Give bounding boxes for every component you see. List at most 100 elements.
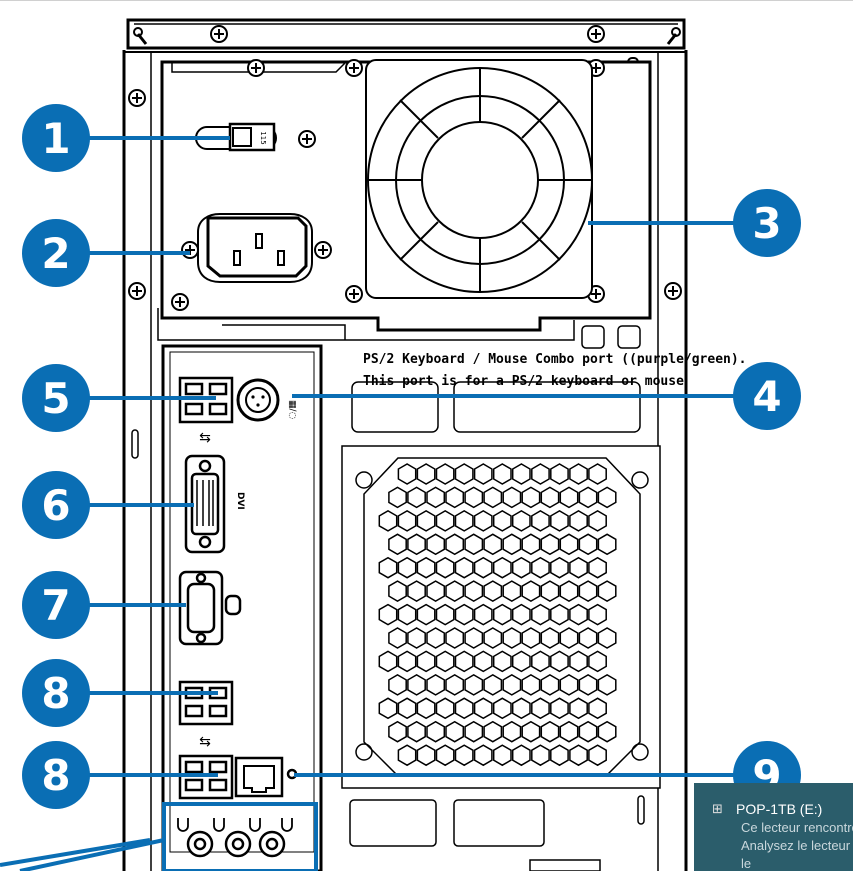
callout-marker-7: 7 — [22, 571, 90, 639]
vent-hole — [464, 580, 484, 602]
vent-hole — [473, 556, 493, 579]
vent-hole — [511, 744, 531, 767]
power-supply: 115 — [160, 59, 652, 332]
vent-hole — [521, 486, 541, 509]
dvi-label: DVI — [235, 492, 245, 510]
vent-hole — [502, 580, 522, 602]
vent-hole — [416, 650, 436, 673]
vent-hole — [540, 486, 560, 509]
callout-marker-4: 4 — [733, 362, 801, 430]
vent-hole — [492, 510, 512, 532]
vent-hole — [521, 580, 541, 602]
callout-number: 1 — [41, 114, 70, 163]
vent-hole — [540, 674, 560, 696]
io-shield: ⇆ ▦/◌ DVI — [131, 344, 645, 871]
vent-hole — [540, 580, 560, 602]
vent-hole — [473, 650, 493, 673]
vent-hole — [521, 674, 541, 696]
vent-hole — [464, 674, 484, 696]
vent-hole — [521, 533, 541, 556]
ps2-port: ▦/◌ — [236, 378, 297, 422]
vent-hole — [426, 627, 446, 649]
vent-hole — [407, 674, 426, 696]
case-top-bar — [126, 18, 686, 50]
ps2-note-line-1: PS/2 Keyboard / Mouse Combo port ((purpl… — [363, 352, 747, 367]
vent-hole — [578, 533, 598, 556]
vent-hole — [407, 720, 426, 743]
psu-fan-grill — [365, 59, 593, 299]
vent-hole — [397, 510, 417, 532]
vent-hole — [416, 697, 436, 720]
vent-hole — [397, 744, 417, 767]
vent-hole — [588, 463, 607, 485]
vent-hole — [578, 580, 598, 602]
vent-hole — [426, 580, 446, 602]
callout-marker-8: 8 — [22, 659, 90, 727]
callout-number: 5 — [41, 374, 70, 423]
callout-number: 3 — [752, 199, 781, 248]
vent-hole — [531, 603, 550, 626]
vent-hole — [397, 463, 417, 485]
vent-hole — [397, 603, 417, 626]
vent-hole — [483, 486, 503, 509]
callout-number: 7 — [41, 581, 70, 630]
dvi-port — [184, 454, 226, 554]
vent-hole — [578, 720, 598, 743]
vent-hole — [588, 697, 607, 720]
vent-hole — [445, 674, 465, 696]
vent-hole — [550, 510, 569, 532]
vent-hole — [378, 510, 398, 532]
callout-marker-3: 3 — [733, 189, 801, 257]
vent-hole — [473, 603, 493, 626]
vent-hole — [569, 697, 588, 720]
callout-leaders — [0, 136, 776, 871]
callout-marker-2: 2 — [22, 219, 90, 287]
vent-hole — [569, 603, 588, 626]
callout-number: 8 — [41, 751, 70, 800]
drive-notification[interactable]: ⊞ POP-1TB (E:) Ce lecteur rencontre Anal… — [694, 783, 853, 871]
vent-hole — [550, 744, 569, 767]
vent-hole — [578, 486, 598, 509]
vent-hole — [416, 510, 436, 532]
vent-hole — [454, 463, 474, 485]
vent-hole — [416, 463, 436, 485]
vent-hole — [588, 603, 607, 626]
callout-marker-1: 1 — [22, 104, 90, 172]
vent-hole — [569, 650, 588, 673]
vent-hole — [426, 486, 446, 509]
vent-hole — [511, 463, 531, 485]
vent-hole — [483, 533, 503, 556]
vent-hole — [550, 650, 569, 673]
vent-hole — [540, 627, 560, 649]
usb-symbol-icon: ⇆ — [199, 430, 211, 446]
vent-hole — [407, 533, 426, 556]
vent-hole — [426, 720, 446, 743]
vent-hole — [378, 650, 398, 673]
usb-symbol-icon: ⇆ — [199, 734, 211, 750]
case-vent — [341, 445, 661, 789]
callout-marker-5: 5 — [22, 364, 90, 432]
vent-hole — [454, 510, 474, 532]
audio-highlight-box — [162, 802, 318, 871]
vent-hole — [473, 697, 493, 720]
vent-hole — [454, 650, 474, 673]
vent-hole — [416, 556, 436, 579]
vent-hole — [531, 744, 550, 767]
callout-number: 6 — [41, 481, 70, 530]
vent-hole — [445, 486, 465, 509]
usb-ports-bottom — [178, 754, 234, 800]
case-lower — [349, 799, 601, 871]
usb-ports-middle — [178, 680, 234, 726]
vent-hole — [407, 627, 426, 649]
vent-hole — [559, 627, 579, 649]
vent-hole — [454, 556, 474, 579]
vent-hole — [435, 463, 455, 485]
vent-hole — [588, 510, 607, 532]
vent-hole — [492, 556, 512, 579]
vent-hole — [492, 697, 512, 720]
vent-hole — [388, 580, 407, 602]
vga-port — [178, 570, 242, 646]
vent-hole — [483, 674, 503, 696]
